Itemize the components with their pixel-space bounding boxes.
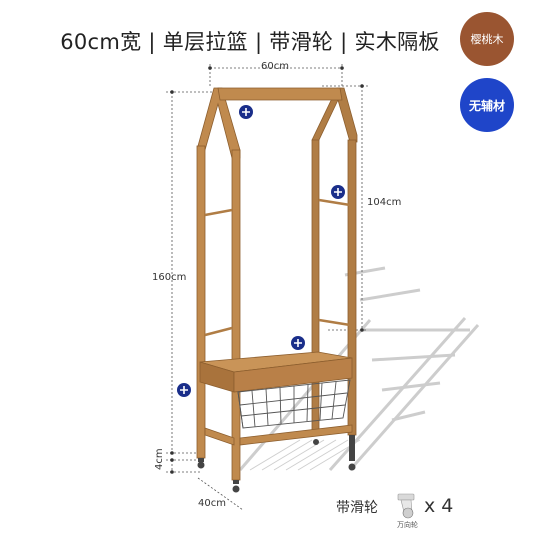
wooden-shelf	[199, 351, 353, 393]
bottom-frame	[204, 424, 353, 446]
rack-front-frame	[196, 87, 343, 481]
caster-wheel-icon	[397, 493, 415, 519]
floor-shadow-hatch	[249, 439, 361, 471]
plus-circle-icon	[177, 383, 191, 397]
plus-circle-icon	[331, 185, 345, 199]
side-rails	[204, 198, 351, 337]
plus-circle-icon	[291, 336, 305, 350]
page-title: 60cm宽 | 单层拉篮 | 带滑轮 | 实木隔板	[60, 30, 440, 54]
dimension-caster-height-label: 4cm	[154, 448, 165, 470]
material-badge-cherry-wood: 樱桃木	[460, 12, 514, 66]
dimension-dots	[170, 66, 364, 474]
caster-count: x 4	[424, 495, 454, 517]
badge-no-auxiliary-material: 无辅材	[460, 78, 514, 132]
dimension-depth-label: 40cm	[198, 498, 226, 509]
dimension-total-height-label: 160cm	[152, 272, 187, 283]
dimension-width-label: 60cm	[261, 61, 289, 72]
dimension-upper-height-label: 104cm	[367, 197, 402, 208]
dimension-lines	[166, 64, 368, 511]
caster-feature-label: 带滑轮	[336, 500, 378, 516]
caster-type-label: 万向轮	[397, 521, 418, 529]
caster-wheels	[197, 435, 356, 493]
plus-circle-icon	[239, 105, 253, 119]
pull-out-wire-basket	[237, 379, 351, 429]
